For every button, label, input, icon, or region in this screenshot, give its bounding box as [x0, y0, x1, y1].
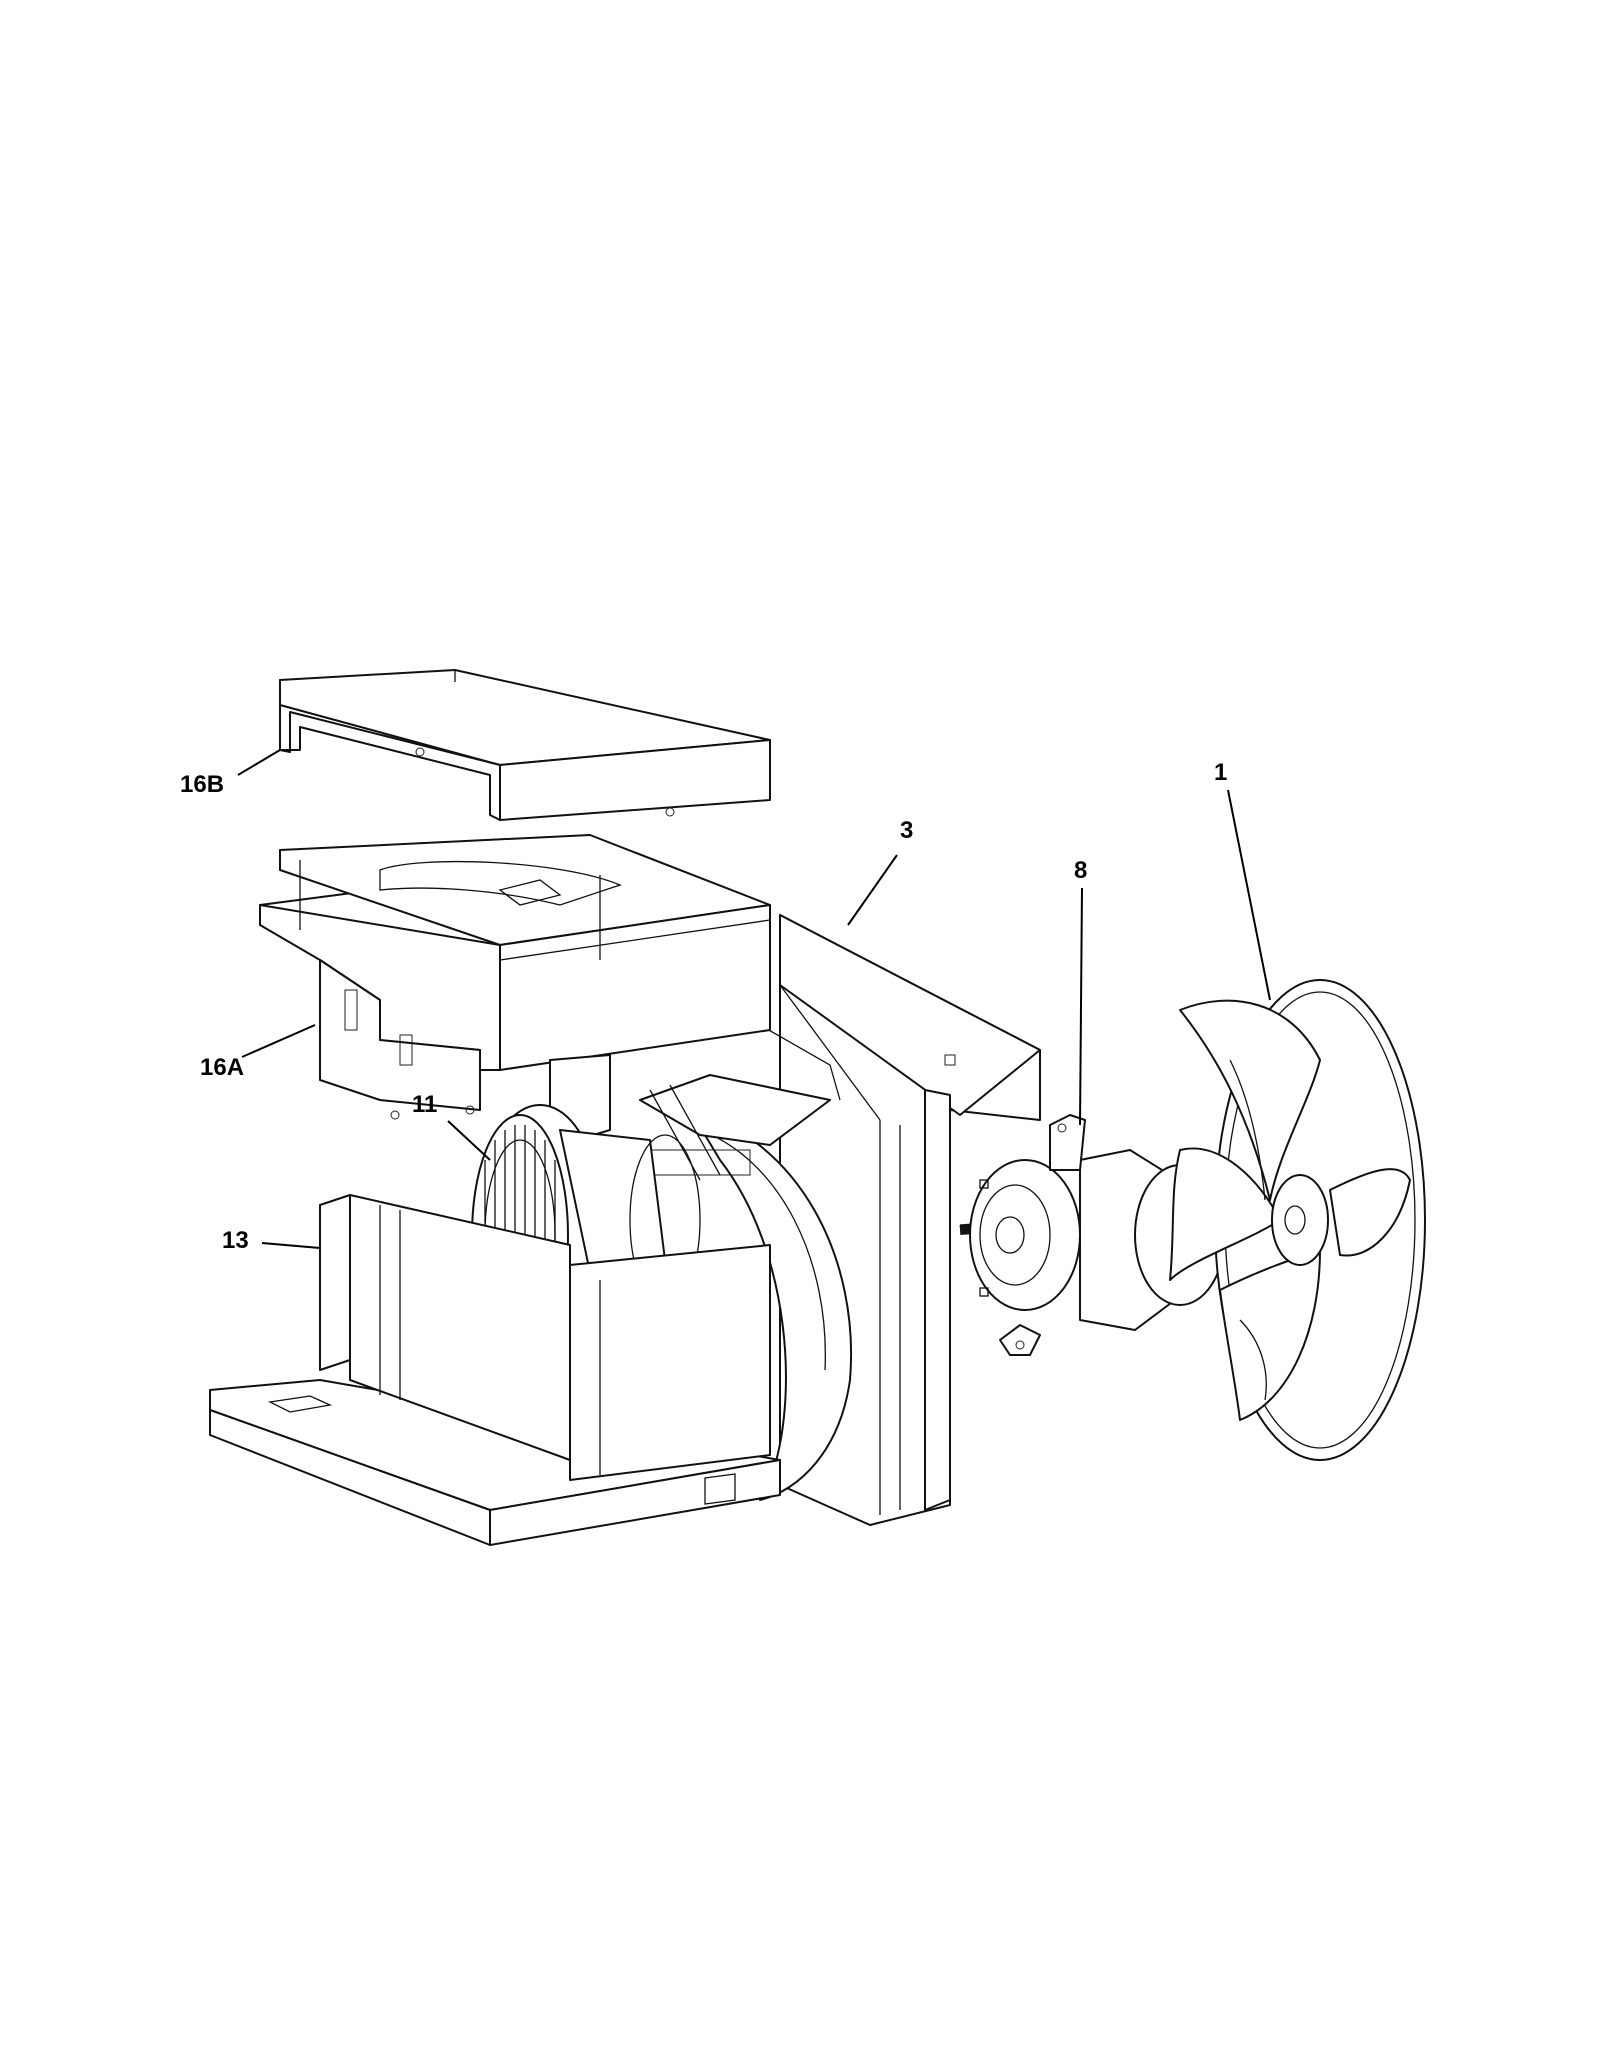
base-pan — [209, 1194, 781, 1546]
callout-8: 8 — [1074, 857, 1087, 884]
scroll-housing — [639, 1074, 852, 1501]
condenser-fan — [1169, 979, 1426, 1461]
callout-leaders — [237, 749, 1271, 1249]
callout-3: 3 — [900, 817, 913, 844]
callout-13: 13 — [222, 1227, 249, 1254]
middle-tray-cover — [259, 834, 771, 1176]
top-lid — [279, 669, 771, 821]
callout-11: 11 — [412, 1091, 437, 1118]
fan-motor — [959, 1114, 1231, 1356]
callout-16a: 16A — [200, 1054, 244, 1081]
callout-16b: 16B — [180, 771, 224, 798]
callout-1: 1 — [1214, 759, 1227, 786]
